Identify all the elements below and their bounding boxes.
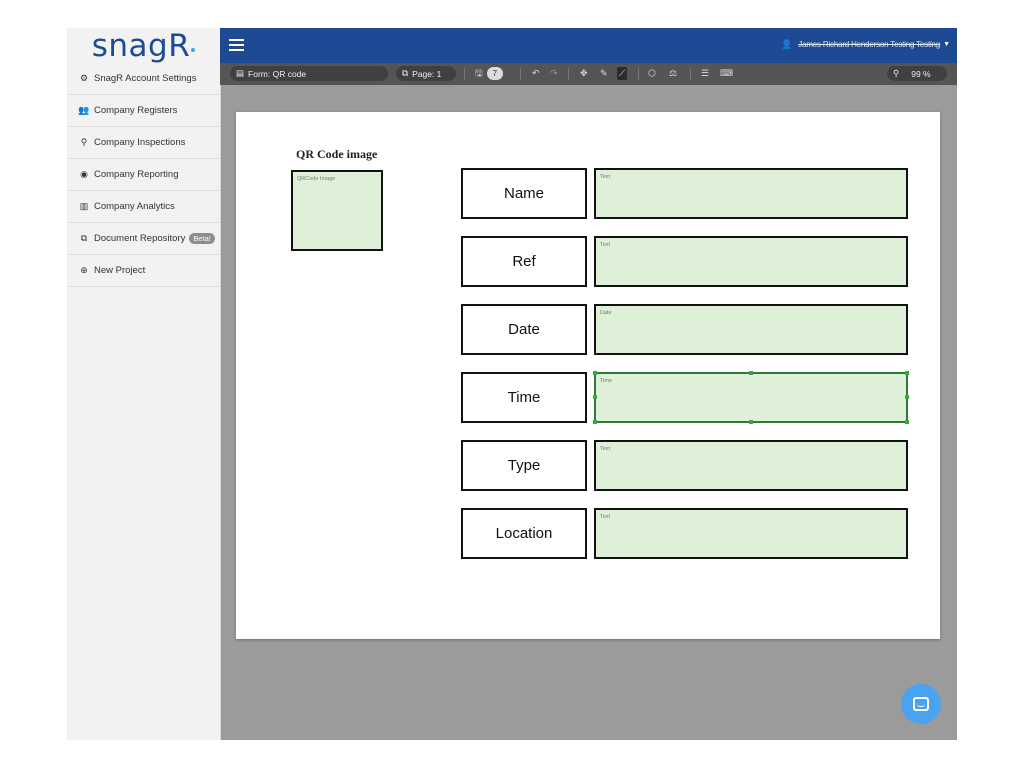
- field-hint: Text: [600, 242, 611, 248]
- plus-circle-icon: ⊕: [80, 265, 88, 275]
- search-icon: ⚲: [80, 137, 88, 147]
- user-menu[interactable]: 👤 James Richard Henderson Testing Testin…: [781, 39, 950, 50]
- cube-icon[interactable]: ⬡: [648, 68, 656, 78]
- form-selector[interactable]: ▤ Form: QR code: [230, 66, 388, 81]
- sidebar-item-document-repository[interactable]: ⧉ Document Repository Beta!: [67, 223, 220, 255]
- sidebar-item-label: New Project: [94, 265, 146, 276]
- menu-icon[interactable]: [229, 39, 244, 54]
- save-count: 7: [486, 67, 504, 80]
- app-window: snagR ⚙ SnagR Account Settings 👥 Company…: [67, 28, 957, 740]
- sidebar-item-label: Document Repository: [94, 233, 186, 244]
- logo-text: snagR: [91, 27, 191, 64]
- user-icon: 👤: [781, 39, 793, 49]
- save-button[interactable]: 🖫 7: [475, 67, 504, 80]
- file-icon: ▤: [236, 68, 245, 78]
- user-name: James Richard Henderson Testing Testing: [798, 40, 941, 49]
- field-value-location[interactable]: Text: [594, 508, 908, 559]
- zoom-control[interactable]: ⚲ 99 %: [887, 66, 947, 81]
- toolbar-divider: [568, 68, 569, 80]
- toolbar-divider: [520, 68, 521, 80]
- form-canvas[interactable]: QR Code image QRCode Image Name Text Ref…: [236, 112, 940, 639]
- sidebar-item-company-registers[interactable]: 👥 Company Registers: [67, 95, 220, 127]
- chat-icon: [913, 697, 929, 711]
- chat-launcher-button[interactable]: [901, 684, 941, 724]
- editor-toolbar: ▤ Form: QR code ⧉ Page: 1 🖫 7 ↶ ↷ ✥ ✎ ⟋ …: [220, 63, 957, 85]
- caret-down-icon: ▼: [943, 41, 950, 48]
- snagr-logo[interactable]: snagR: [67, 27, 220, 64]
- sidebar-item-label: Company Registers: [94, 105, 178, 116]
- toolbar-divider: [464, 68, 465, 80]
- resize-handle[interactable]: [593, 420, 597, 424]
- zoom-label: 99 %: [911, 68, 931, 79]
- logo-dot: [191, 47, 196, 52]
- zoom-icon: ⚲: [893, 68, 900, 78]
- resize-handle[interactable]: [905, 420, 909, 424]
- toolbar-divider: [690, 68, 691, 80]
- pencil-icon[interactable]: ✎: [600, 68, 608, 78]
- magic-wand-icon[interactable]: ⟋: [617, 67, 628, 80]
- page-label: Page: 1: [412, 68, 442, 79]
- field-label-time[interactable]: Time: [461, 372, 587, 423]
- field-label-type[interactable]: Type: [461, 440, 587, 491]
- field-hint: Text: [600, 174, 611, 180]
- field-hint: Date: [600, 310, 612, 316]
- sidebar-item-new-project[interactable]: ⊕ New Project: [67, 255, 220, 287]
- page-selector[interactable]: ⧉ Page: 1: [396, 66, 456, 81]
- copy-icon: ⧉: [80, 233, 88, 243]
- field-value-name[interactable]: Text: [594, 168, 908, 219]
- resize-handle[interactable]: [593, 395, 597, 399]
- form-label: Form: QR code: [248, 68, 307, 79]
- field-hint: Time: [600, 378, 613, 384]
- qr-title: QR Code image: [296, 147, 378, 161]
- keyboard-icon[interactable]: ⌨: [720, 68, 733, 78]
- pages-icon: ⧉: [402, 68, 409, 78]
- top-bar: 👤 James Richard Henderson Testing Testin…: [220, 28, 957, 63]
- resize-handle[interactable]: [905, 371, 909, 375]
- sidebar-item-company-inspections[interactable]: ⚲ Company Inspections: [67, 127, 220, 159]
- sidebar-item-account-settings[interactable]: ⚙ SnagR Account Settings: [67, 63, 220, 95]
- sidebar-item-label: Company Analytics: [94, 201, 175, 212]
- cogs-icon: ⚙: [79, 73, 89, 83]
- resize-handle[interactable]: [593, 371, 597, 375]
- qr-code-field[interactable]: QRCode Image: [291, 170, 383, 251]
- sidebar-item-label: Company Reporting: [94, 169, 179, 180]
- field-value-time[interactable]: Time: [593, 371, 909, 424]
- toolbar-divider: [638, 68, 639, 80]
- field-value-ref[interactable]: Text: [594, 236, 908, 287]
- field-label-location[interactable]: Location: [461, 508, 587, 559]
- beta-badge: Beta!: [189, 233, 215, 244]
- save-icon: 🖫: [475, 68, 483, 78]
- field-hint: Text: [600, 446, 611, 452]
- sidebar-item-company-analytics[interactable]: ▥ Company Analytics: [67, 191, 220, 223]
- sidebar: snagR ⚙ SnagR Account Settings 👥 Company…: [67, 28, 221, 740]
- move-icon[interactable]: ✥: [580, 68, 588, 78]
- field-value-type[interactable]: Text: [594, 440, 908, 491]
- sidebar-item-label: SnagR Account Settings: [94, 73, 197, 84]
- field-label-ref[interactable]: Ref: [461, 236, 587, 287]
- globe-icon: ◉: [80, 169, 88, 179]
- redo-icon[interactable]: ↷: [550, 68, 558, 78]
- resize-handle[interactable]: [749, 420, 753, 424]
- field-label-date[interactable]: Date: [461, 304, 587, 355]
- field-label-name[interactable]: Name: [461, 168, 587, 219]
- balance-scale-icon[interactable]: ⚖: [669, 68, 678, 78]
- undo-icon[interactable]: ↶: [532, 68, 540, 78]
- qr-hint: QRCode Image: [297, 176, 336, 182]
- sidebar-item-label: Company Inspections: [94, 137, 186, 148]
- resize-handle[interactable]: [749, 371, 753, 375]
- field-hint: Text: [600, 514, 611, 520]
- field-value-date[interactable]: Date: [594, 304, 908, 355]
- sidebar-item-company-reporting[interactable]: ◉ Company Reporting: [67, 159, 220, 191]
- sliders-icon[interactable]: ☰: [701, 68, 710, 78]
- users-icon: 👥: [78, 105, 90, 115]
- bar-chart-icon: ▥: [79, 201, 89, 211]
- resize-handle[interactable]: [905, 395, 909, 399]
